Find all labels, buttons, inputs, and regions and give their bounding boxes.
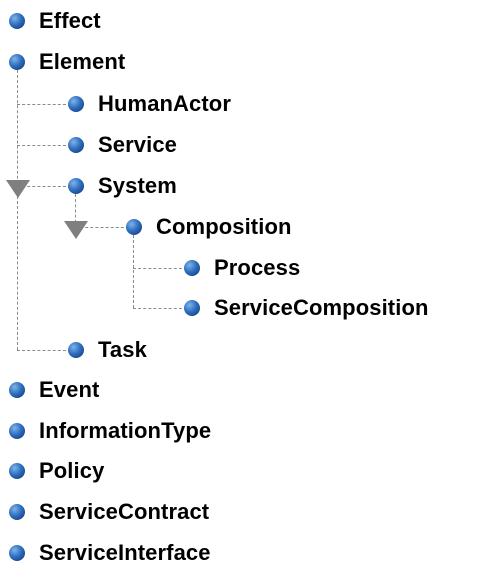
tree-node-label: Element	[39, 49, 126, 74]
tree-node-label: System	[98, 173, 177, 198]
tree-node-label: ServiceComposition	[214, 295, 429, 320]
tree-node-humanactor[interactable]: HumanActor	[68, 89, 231, 119]
tree-connector-process	[133, 268, 187, 269]
tree-node-composition[interactable]: Composition	[126, 212, 292, 242]
tree-node-task[interactable]: Task	[68, 335, 147, 365]
sphere-bullet-icon	[9, 423, 25, 439]
tree-node-label: Policy	[39, 458, 105, 483]
tree-node-event[interactable]: Event	[9, 375, 99, 405]
tree-connector-system-children	[75, 194, 76, 228]
tree-node-label: Task	[98, 337, 147, 362]
sphere-bullet-icon	[9, 382, 25, 398]
sphere-bullet-icon	[126, 219, 142, 235]
tree-connector-element	[17, 70, 18, 350]
tree-node-label: Process	[214, 255, 301, 280]
tree-node-informationtype[interactable]: InformationType	[9, 416, 211, 446]
tree-node-effect[interactable]: Effect	[9, 6, 101, 36]
tree-connector-task	[17, 350, 71, 351]
tree-node-service[interactable]: Service	[68, 130, 177, 160]
tree-node-label: ServiceInterface	[39, 540, 211, 565]
expand-toggle-system-icon[interactable]	[64, 221, 88, 239]
tree-node-label: Service	[98, 132, 177, 157]
sphere-bullet-icon	[9, 54, 25, 70]
tree-node-element[interactable]: Element	[9, 47, 125, 77]
tree-node-policy[interactable]: Policy	[9, 456, 104, 486]
sphere-bullet-icon	[9, 504, 25, 520]
tree-node-label: Composition	[156, 214, 292, 239]
tree-node-label: Event	[39, 377, 100, 402]
tree-connector-service	[17, 145, 71, 146]
sphere-bullet-icon	[9, 463, 25, 479]
tree-connector-humanactor	[17, 104, 71, 105]
tree-node-label: HumanActor	[98, 91, 232, 116]
tree-node-label: ServiceContract	[39, 499, 210, 524]
sphere-bullet-icon	[68, 137, 84, 153]
tree-node-serviceinterface[interactable]: ServiceInterface	[9, 538, 211, 568]
sphere-bullet-icon	[9, 13, 25, 29]
sphere-bullet-icon	[68, 96, 84, 112]
sphere-bullet-icon	[68, 178, 84, 194]
tree-node-process[interactable]: Process	[184, 253, 300, 283]
sphere-bullet-icon	[9, 545, 25, 561]
sphere-bullet-icon	[68, 342, 84, 358]
tree-node-servicecomposition[interactable]: ServiceComposition	[184, 293, 429, 323]
tree-connector-composition	[75, 227, 129, 228]
sphere-bullet-icon	[184, 260, 200, 276]
tree-node-label: InformationType	[39, 418, 212, 443]
tree-node-servicecontract[interactable]: ServiceContract	[9, 497, 209, 527]
tree-connector-system	[17, 186, 71, 187]
tree-node-label: Effect	[39, 8, 101, 33]
tree-connector-servicecomposition	[133, 308, 187, 309]
expand-toggle-element-icon[interactable]	[6, 180, 30, 198]
sphere-bullet-icon	[184, 300, 200, 316]
tree-node-system[interactable]: System	[68, 171, 177, 201]
tree-connector-composition-children	[133, 235, 134, 308]
